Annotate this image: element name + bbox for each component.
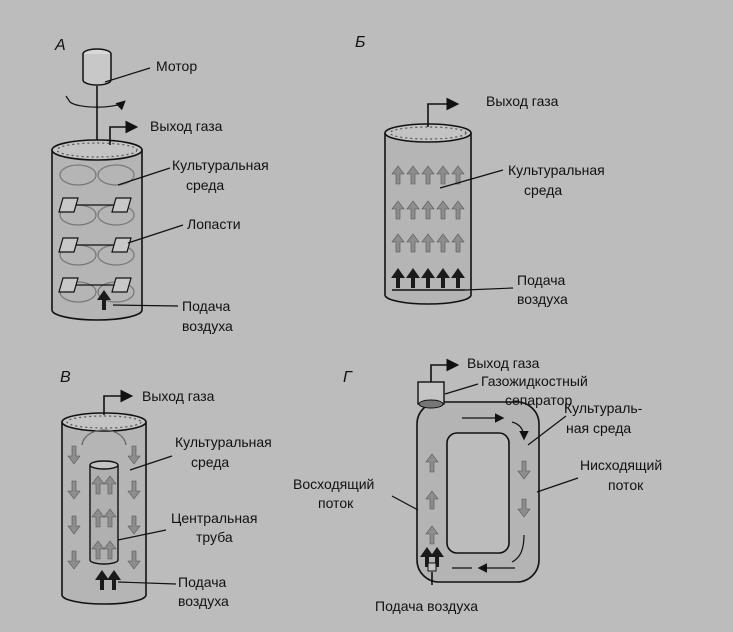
panel-a-letter: А bbox=[54, 37, 66, 54]
label-b-gas-out: Выход газа bbox=[486, 93, 559, 109]
gas-outlet-arrow-v bbox=[103, 389, 134, 415]
label-a-medium-1: Культуральная bbox=[172, 157, 269, 173]
label-g-gas-out: Выход газа bbox=[467, 355, 540, 371]
panel-g-letter: Г bbox=[343, 369, 353, 386]
label-a-medium-2: среда bbox=[186, 177, 224, 193]
label-v-air-1: Подача bbox=[178, 574, 226, 590]
label-up-1: Восходящий bbox=[293, 476, 374, 492]
label-b-medium-2: среда bbox=[524, 182, 562, 198]
label-v-gas-out: Выход газа bbox=[142, 388, 215, 404]
label-b-air-1: Подача bbox=[517, 272, 565, 288]
label-separator-2: сепаратор bbox=[505, 392, 572, 408]
gas-outlet-arrow-b bbox=[427, 97, 460, 127]
panel-g: Г Выход газа Газожидкостный сепаратор bbox=[293, 355, 662, 614]
label-a-gas-out: Выход газа bbox=[150, 118, 223, 134]
label-g-air: Подача воздуха bbox=[375, 598, 478, 614]
vessel-a bbox=[51, 139, 143, 321]
label-b-air-2: воздуха bbox=[517, 291, 568, 307]
label-g-medium-1: Культураль- bbox=[564, 400, 643, 416]
label-v-air-2: воздуха bbox=[178, 593, 229, 609]
label-a-air-2: воздуха bbox=[182, 318, 233, 334]
panel-b: Б Выход газа Культуральная среда Подача … bbox=[355, 34, 605, 307]
label-down-2: поток bbox=[608, 477, 644, 493]
panel-v: В Выход газа Культуральная среда Централ… bbox=[60, 369, 272, 609]
label-v-medium-2: среда bbox=[191, 454, 229, 470]
panel-v-letter: В bbox=[60, 369, 71, 386]
gas-outlet-arrow bbox=[109, 120, 139, 145]
label-down-1: Нисходящий bbox=[580, 457, 662, 473]
label-tube-1: Центральная bbox=[171, 510, 257, 526]
label-a-air-1: Подача bbox=[182, 298, 230, 314]
panel-b-letter: Б bbox=[355, 34, 365, 51]
label-b-medium-1: Культуральная bbox=[508, 162, 605, 178]
gas-outlet-arrow-g bbox=[430, 358, 460, 382]
gas-liquid-separator bbox=[417, 381, 445, 409]
loop-reactor bbox=[416, 401, 540, 583]
panel-a: А bbox=[51, 37, 269, 334]
recirculation-flow bbox=[81, 429, 127, 446]
rotation-arrow bbox=[69, 100, 126, 111]
label-separator-1: Газожидкостный bbox=[481, 373, 588, 389]
label-v-medium-1: Культуральная bbox=[175, 434, 272, 450]
impeller-blades bbox=[58, 197, 132, 293]
label-g-medium-2: ная среда bbox=[566, 420, 631, 436]
label-blades: Лопасти bbox=[187, 216, 241, 232]
loop-flow bbox=[420, 413, 531, 573]
label-motor: Мотор bbox=[156, 58, 197, 74]
motor-icon bbox=[82, 48, 112, 86]
label-up-2: поток bbox=[318, 495, 354, 511]
label-tube-2: труба bbox=[196, 529, 233, 545]
